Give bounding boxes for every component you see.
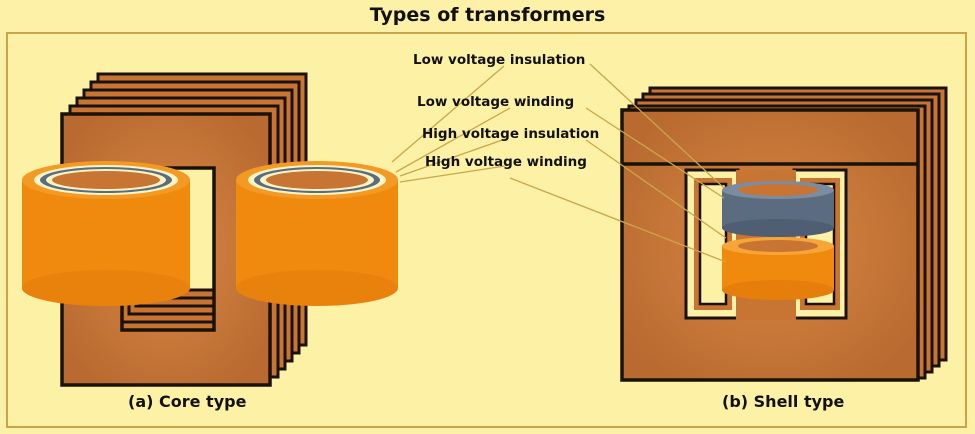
core-left-winding [22, 161, 190, 306]
label-high-voltage-winding: High voltage winding [425, 154, 587, 170]
label-high-voltage-insulation: High voltage insulation [422, 126, 599, 142]
shell-type-transformer [620, 86, 948, 382]
leader-lines [391, 63, 727, 263]
label-low-voltage-insulation: Low voltage insulation [413, 52, 585, 68]
shell-lv-winding [722, 181, 834, 237]
caption-shell-type: (b) Shell type [722, 392, 844, 411]
core-right-winding [236, 161, 398, 306]
core-type-transformer [22, 72, 398, 387]
label-low-voltage-winding: Low voltage winding [417, 94, 574, 110]
diagram-title: Types of transformers [369, 4, 606, 26]
caption-core-type: (a) Core type [128, 392, 247, 411]
shell-hv-winding [722, 237, 834, 300]
